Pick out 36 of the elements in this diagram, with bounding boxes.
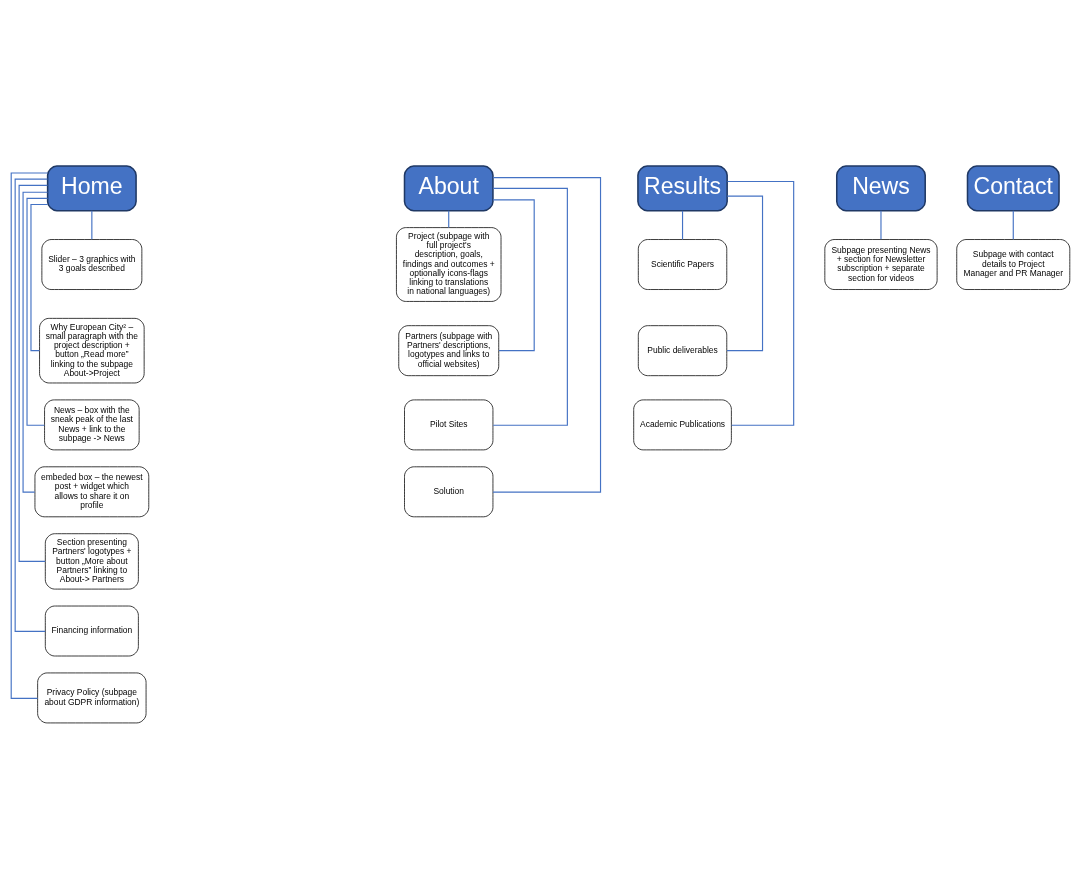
node-box: embeded box – the newest post + widget which allows to share it on profile [34,466,150,518]
connector [26,197,49,426]
connector [492,187,568,426]
node-box: Solution [404,466,494,518]
connector [726,180,795,426]
connector [492,177,602,493]
connector [10,172,49,699]
node-box: News [836,165,926,212]
node-box: Home [46,165,137,212]
node-box: About [403,165,494,212]
node-box: Subpage with contact details to Project Manager and PR Manager [956,239,1071,290]
node-box: Financing information [44,605,139,657]
node-box: News – box with the sneak peak of the last News + link to the subpage -> News [44,399,140,451]
connector [492,199,535,352]
connector [1012,210,1014,240]
node-box: Partners (subpage with Partners' descriptions, logotypes and links to official websites) [398,325,500,377]
connector [726,195,764,352]
node-box: Section presenting Partners' logotypes + button „More about Partners” linking to About-> Partners [44,533,139,590]
node-box: Project (subpage with full project's description, goals, findings and outcomes + optionally icons-flags linking to translations in national languages) [396,227,502,302]
node-box: Why European City² – small paragraph with the project description + button „Read more” linking to the subpage About->Project [39,317,145,384]
node-box: Subpage presenting News + section for Newsletter subscription + separate section for videos [824,239,938,290]
connector [22,191,49,493]
connector [18,184,48,562]
node-box: Contact [966,165,1060,212]
node-box: Academic Publications [633,399,732,451]
node-box: Pilot Sites [404,399,494,451]
connector [14,178,49,632]
connector [880,210,882,240]
connector [681,210,684,240]
node-box: Privacy Policy (subpage about GDPR information) [37,672,147,724]
node-box: Results [637,165,728,212]
node-box: Public deliverables [637,325,728,377]
node-box: Scientific Papers [637,239,728,290]
connector [30,203,49,352]
connector [91,210,93,240]
node-box: Slider – 3 graphics with 3 goals described [41,239,143,290]
